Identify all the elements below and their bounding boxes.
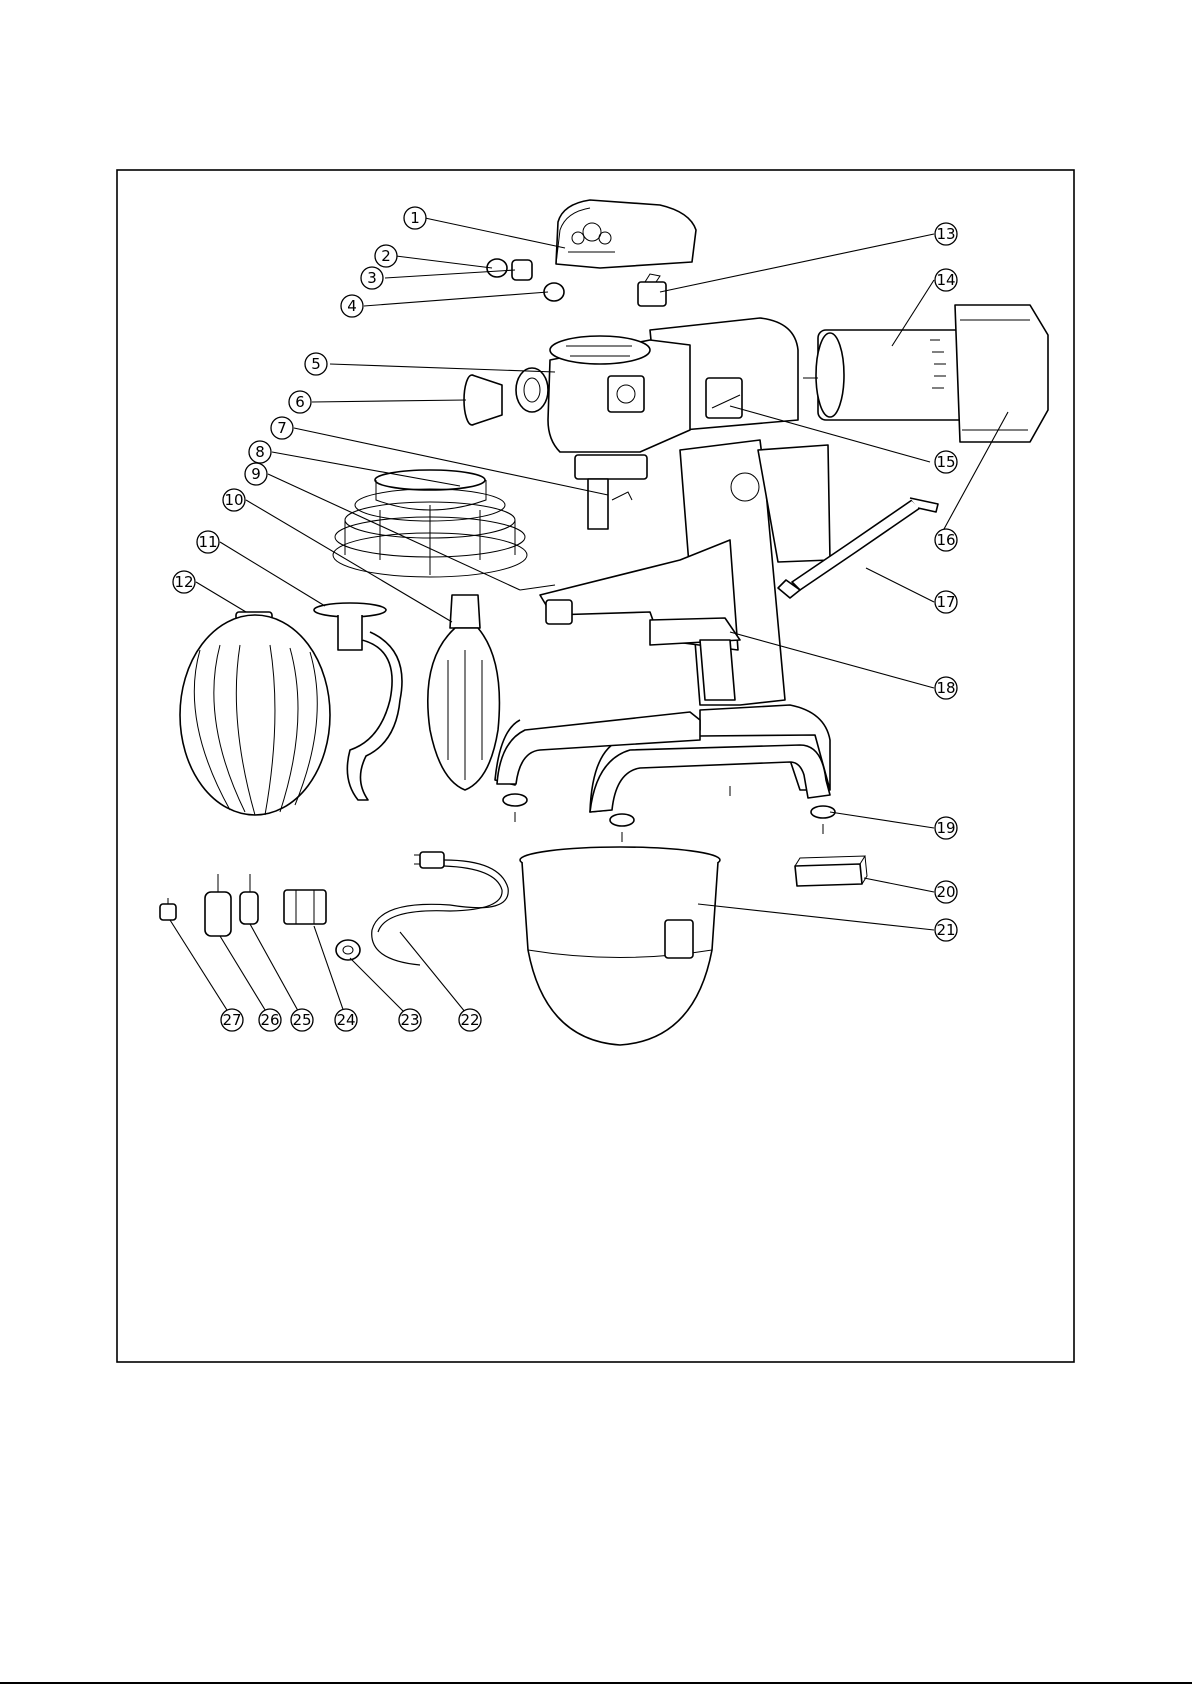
callout-15: 15 xyxy=(935,451,957,473)
callout-21: 21 xyxy=(935,919,957,941)
svg-text:12: 12 xyxy=(174,573,193,591)
callout-23: 23 xyxy=(399,1009,421,1031)
svg-text:14: 14 xyxy=(936,271,955,289)
callout-17: 17 xyxy=(935,591,957,613)
callout-24: 24 xyxy=(335,1009,357,1031)
svg-text:20: 20 xyxy=(936,883,955,901)
callout-16: 16 xyxy=(935,529,957,551)
svg-text:17: 17 xyxy=(936,593,955,611)
bowl-pin xyxy=(520,585,555,590)
callout-8: 8 xyxy=(249,441,271,463)
bowl-guard xyxy=(333,470,527,577)
svg-text:2: 2 xyxy=(381,247,391,265)
svg-text:21: 21 xyxy=(936,921,955,939)
svg-text:6: 6 xyxy=(295,393,305,411)
svg-text:22: 22 xyxy=(460,1011,479,1029)
power-cord xyxy=(336,852,508,965)
callout-27: 27 xyxy=(221,1009,243,1031)
svg-text:23: 23 xyxy=(400,1011,419,1029)
foot-pad xyxy=(795,856,867,886)
mixing-bowl xyxy=(520,847,720,1045)
callout-22: 22 xyxy=(459,1009,481,1031)
svg-text:3: 3 xyxy=(367,269,377,287)
svg-text:8: 8 xyxy=(255,443,265,461)
switch-part xyxy=(638,274,666,306)
callout-4: 4 xyxy=(341,295,363,317)
callout-7: 7 xyxy=(271,417,293,439)
callout-25: 25 xyxy=(291,1009,313,1031)
svg-text:19: 19 xyxy=(936,819,955,837)
callout-3: 3 xyxy=(361,267,383,289)
callout-14: 14 xyxy=(935,269,957,291)
attachment-plug xyxy=(464,368,548,425)
electrical-parts xyxy=(160,874,326,936)
callout-20: 20 xyxy=(935,881,957,903)
svg-text:16: 16 xyxy=(936,531,955,549)
svg-text:7: 7 xyxy=(277,419,287,437)
callout-12: 12 xyxy=(173,571,195,593)
callout-10: 10 xyxy=(223,489,245,511)
svg-text:15: 15 xyxy=(936,453,955,471)
mixer-body xyxy=(495,440,835,842)
callout-19: 19 xyxy=(935,817,957,839)
knob-parts xyxy=(487,259,564,301)
callout-2: 2 xyxy=(375,245,397,267)
svg-text:5: 5 xyxy=(311,355,321,373)
svg-text:13: 13 xyxy=(936,225,955,243)
svg-text:26: 26 xyxy=(260,1011,279,1029)
whip-attachment xyxy=(180,612,330,815)
svg-text:24: 24 xyxy=(336,1011,355,1029)
callout-18: 18 xyxy=(935,677,957,699)
callout-5: 5 xyxy=(305,353,327,375)
page-bottom-rule xyxy=(0,1682,1192,1684)
svg-text:10: 10 xyxy=(224,491,243,509)
svg-text:11: 11 xyxy=(198,533,217,551)
svg-text:9: 9 xyxy=(251,465,261,483)
svg-text:27: 27 xyxy=(222,1011,241,1029)
callout-26: 26 xyxy=(259,1009,281,1031)
svg-text:18: 18 xyxy=(936,679,955,697)
control-panel-cover xyxy=(556,200,696,268)
flat-beater xyxy=(428,595,500,790)
svg-text:1: 1 xyxy=(410,209,420,227)
svg-text:4: 4 xyxy=(347,297,357,315)
callout-1: 1 xyxy=(404,207,426,229)
callout-6: 6 xyxy=(289,391,311,413)
callout-11: 11 xyxy=(197,531,219,553)
callout-9: 9 xyxy=(245,463,267,485)
svg-text:25: 25 xyxy=(292,1011,311,1029)
motor-assembly xyxy=(803,305,1048,442)
callout-13: 13 xyxy=(935,223,957,245)
